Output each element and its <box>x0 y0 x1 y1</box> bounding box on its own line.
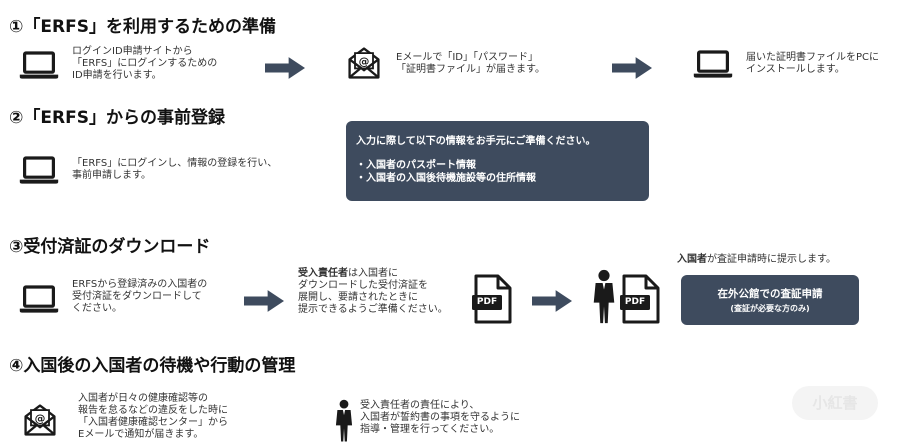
laptop-icon <box>19 156 59 184</box>
pdf-label: PDF <box>476 297 498 307</box>
info-box-list: ・入国者のパスポート情報 ・入国者の入国後待機施設等の住所情報 <box>356 159 536 185</box>
visa-application-title: 在外公館での査証申請 <box>717 288 823 300</box>
section1-step3-text: 届いた証明書ファイルをPCに インストールします。 <box>746 52 880 75</box>
section1-step2-text: Eメールで「ID」「パスワード」 「証明書ファイル」が届きます。 <box>396 52 545 75</box>
laptop-icon <box>693 50 733 78</box>
laptop-icon <box>19 51 59 79</box>
section2-heading: ②「ERFS」からの事前登録 <box>9 108 225 128</box>
section3-heading: ③受付済証のダウンロード <box>9 237 211 257</box>
section3-note: 入国者が査証申請時に提示します。 <box>677 254 836 265</box>
email-icon <box>346 45 382 81</box>
section2-step1-text: 「ERFS」にログインし、情報の登録を行い、 事前申請します。 <box>72 158 278 181</box>
info-box-title: 入力に際して以下の情報をお手元にご準備ください。 <box>356 136 596 147</box>
arrow-right-icon <box>265 57 305 79</box>
person-icon <box>333 398 355 444</box>
visa-application-button: 在外公館での査証申請 (査証が必要な方のみ) <box>681 275 859 325</box>
section4-step2-text: 受入責任者の責任により、 入国者が誓約書の事項を守るように 指導・管理を行ってく… <box>360 400 520 435</box>
role-bold: 入国者 <box>677 254 707 265</box>
section3-step2-text: 受入責任者は入国者に ダウンロードした受付済証を 展開し、要請されたときに 提示… <box>298 268 448 315</box>
pdf-label: PDF <box>624 297 646 307</box>
section1-step1-text: ログインID申請サイトから 「ERFS」にログインするための ID申請を行います… <box>72 46 218 81</box>
section4-heading: ④入国後の入国者の待機や行動の管理 <box>9 356 296 376</box>
section1-heading: ①「ERFS」を利用するための準備 <box>9 17 276 37</box>
section3-step1-text: ERFSから登録済みの入国者の 受付済証をダウンロードして ください。 <box>72 279 208 314</box>
watermark-logo: 小紅書 <box>792 386 878 420</box>
pdf-icon: PDF <box>472 274 512 324</box>
person-icon <box>590 268 618 326</box>
visa-application-subtitle: (査証が必要な方のみ) <box>730 304 810 313</box>
arrow-right-icon <box>612 57 652 79</box>
arrow-right-icon <box>244 290 284 312</box>
email-icon <box>22 402 58 438</box>
section4-step1-text: 入国者が日々の健康確認等の 報告を怠るなどの違反をした時に 「入国者健康確認セン… <box>78 393 228 440</box>
pdf-icon: PDF <box>620 274 660 324</box>
info-box: 入力に際して以下の情報をお手元にご準備ください。 ・入国者のパスポート情報 ・入… <box>346 121 649 201</box>
info-box-item: ・入国者のパスポート情報 <box>356 160 476 171</box>
laptop-icon <box>19 285 59 313</box>
arrow-right-icon <box>532 290 572 312</box>
info-box-item: ・入国者の入国後待機施設等の住所情報 <box>356 173 536 184</box>
role-bold: 受入責任者 <box>298 268 348 279</box>
